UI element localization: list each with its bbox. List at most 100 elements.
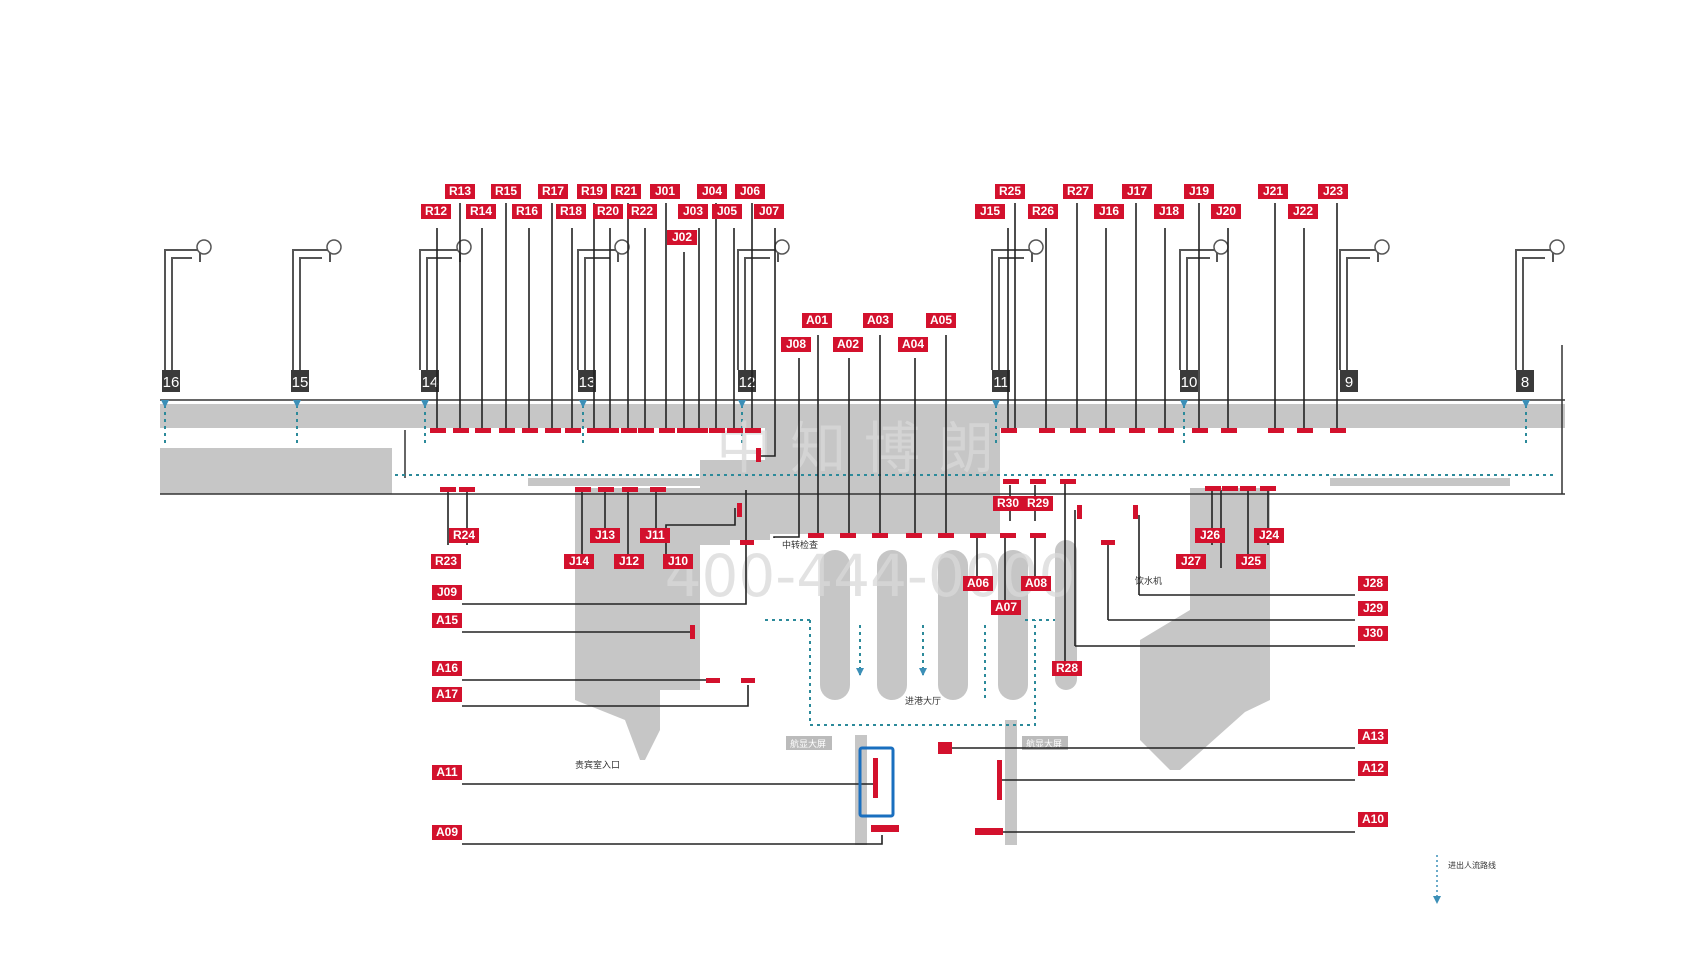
label-r29: R29: [1023, 496, 1053, 511]
label-a08: A08: [1021, 576, 1051, 591]
svg-text:R30: R30: [997, 496, 1019, 510]
svg-text:A13: A13: [1362, 729, 1384, 743]
svg-text:J22: J22: [1293, 204, 1313, 218]
svg-text:A12: A12: [1362, 761, 1384, 775]
a11-highlight-box: [858, 746, 895, 818]
svg-text:A07: A07: [995, 600, 1017, 614]
svg-text:A15: A15: [436, 613, 458, 627]
svg-text:J30: J30: [1363, 626, 1383, 640]
svg-text:R17: R17: [542, 184, 564, 198]
gate-13: 13: [579, 374, 596, 391]
label-a02: A02: [833, 337, 863, 352]
label-j13: J13: [590, 528, 620, 543]
label-j19: J19: [1184, 184, 1214, 199]
passenger-flow: [164, 405, 1555, 726]
label-a04: A04: [898, 337, 928, 352]
svg-text:J09: J09: [437, 585, 457, 599]
gate-numbers: 16 15 14 13 12 11 10 9 8: [162, 370, 1534, 392]
label-j24: J24: [1254, 528, 1284, 543]
arrival-hall-label: 进港大厅: [905, 695, 941, 707]
label-j23: J23: [1318, 184, 1348, 199]
gate-15: 15: [292, 374, 309, 391]
label-a16: A16: [432, 661, 462, 676]
label-r14: R14: [466, 204, 496, 219]
label-r16: R16: [512, 204, 542, 219]
label-j04: J04: [697, 184, 727, 199]
label-r30: R30: [993, 496, 1023, 511]
svg-text:J11: J11: [645, 528, 665, 542]
label-j11: J11: [640, 528, 670, 543]
svg-text:J16: J16: [1099, 204, 1119, 218]
svg-text:J13: J13: [595, 528, 615, 542]
gate-16: 16: [163, 374, 180, 391]
svg-text:J23: J23: [1323, 184, 1343, 198]
label-j22: J22: [1288, 204, 1318, 219]
svg-text:J26: J26: [1200, 528, 1220, 542]
svg-text:R13: R13: [449, 184, 471, 198]
label-r13: R13: [445, 184, 475, 199]
label-a09: A09: [432, 825, 462, 840]
label-j17: J17: [1122, 184, 1152, 199]
label-a05: A05: [926, 313, 956, 328]
label-r25: R25: [995, 184, 1025, 199]
svg-text:R28: R28: [1056, 661, 1078, 675]
gate-9: 9: [1345, 374, 1353, 391]
svg-text:R18: R18: [560, 204, 582, 218]
svg-text:J02: J02: [672, 230, 692, 244]
svg-text:A06: A06: [967, 576, 989, 590]
svg-text:R29: R29: [1027, 496, 1049, 510]
svg-text:R25: R25: [999, 184, 1021, 198]
svg-text:R14: R14: [470, 204, 492, 218]
svg-text:A03: A03: [867, 313, 889, 327]
label-j09: J09: [432, 585, 462, 600]
gate-10: 10: [1181, 374, 1198, 391]
svg-text:R21: R21: [615, 184, 637, 198]
label-r26: R26: [1028, 204, 1058, 219]
svg-text:A16: A16: [436, 661, 458, 675]
svg-text:J25: J25: [1241, 554, 1261, 568]
label-r19: R19: [577, 184, 607, 199]
label-j20: J20: [1211, 204, 1241, 219]
label-j15: J15: [975, 204, 1005, 219]
gate-8: 8: [1521, 374, 1529, 391]
gate-11: 11: [993, 374, 1009, 391]
svg-text:J15: J15: [980, 204, 1000, 218]
label-j16: J16: [1094, 204, 1124, 219]
water-dispenser-label: 饮水机: [1135, 575, 1162, 587]
svg-text:R15: R15: [495, 184, 517, 198]
gate-12: 12: [739, 374, 756, 391]
svg-text:J01: J01: [655, 184, 675, 198]
label-r28: R28: [1052, 661, 1082, 676]
svg-text:J12: J12: [619, 554, 639, 568]
label-a06: A06: [963, 576, 993, 591]
label-j07: J07: [754, 204, 784, 219]
label-j28: J28: [1358, 576, 1388, 591]
label-j30: J30: [1358, 626, 1388, 641]
label-a07: A07: [991, 600, 1021, 615]
svg-text:A11: A11: [436, 765, 458, 779]
svg-text:R20: R20: [597, 204, 619, 218]
label-j14: J14: [564, 554, 594, 569]
svg-text:A17: A17: [436, 687, 458, 701]
label-a10: A10: [1358, 812, 1388, 827]
label-a01: A01: [802, 313, 832, 328]
watermark: 中 知 博 朗 400-444-0000: [665, 417, 1076, 610]
svg-text:J20: J20: [1216, 204, 1236, 218]
svg-text:J07: J07: [759, 204, 779, 218]
vip-entrance-label: 贵宾室入口: [575, 759, 620, 771]
label-j18: J18: [1154, 204, 1184, 219]
svg-text:J29: J29: [1363, 601, 1383, 615]
label-j29: J29: [1358, 601, 1388, 616]
label-a15: A15: [432, 613, 462, 628]
svg-text:400-444-0000: 400-444-0000: [665, 542, 1076, 610]
area-texts: 进港大厅 贵宾室入口 饮水机 中转检查 航显大屏 航显大屏: [575, 539, 1162, 771]
svg-text:J08: J08: [786, 337, 806, 351]
label-a13: A13: [1358, 729, 1388, 744]
gate-14: 14: [422, 374, 439, 391]
svg-text:A10: A10: [1362, 812, 1384, 826]
svg-text:J03: J03: [683, 204, 703, 218]
svg-text:A01: A01: [806, 313, 828, 327]
svg-text:A02: A02: [837, 337, 859, 351]
svg-text:J18: J18: [1159, 204, 1179, 218]
